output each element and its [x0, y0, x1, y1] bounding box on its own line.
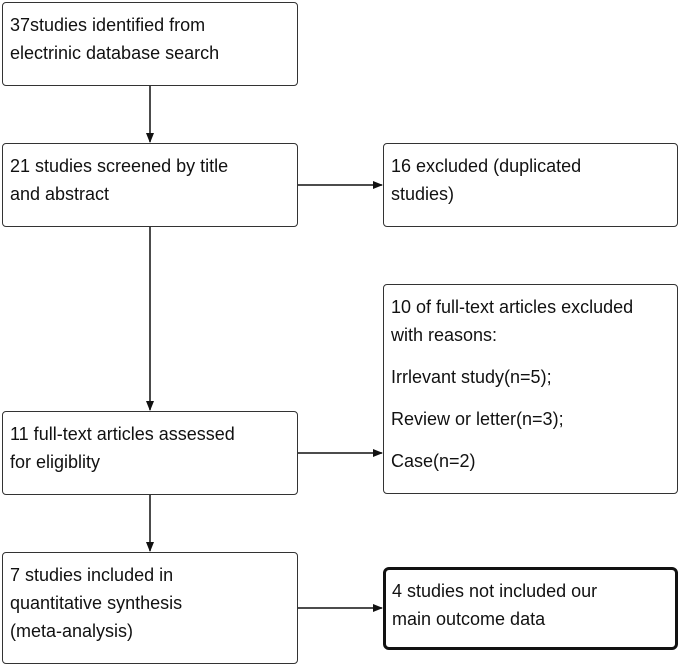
- not-included-line-1: 4 studies not included our: [392, 581, 598, 601]
- screened-line-2: and abstract: [10, 184, 110, 204]
- not-included-box: 4 studies not included our main outcome …: [383, 567, 678, 650]
- exclusion-reason-item: Case(n=2): [391, 451, 476, 471]
- included-box: 7 studies included in quantitative synth…: [2, 552, 298, 664]
- exclusion-reason-item: Review or letter(n=3);: [391, 409, 564, 429]
- excluded-duplicates-box: 16 excluded (duplicated studies): [383, 143, 678, 227]
- identified-box: 37studies identified from electrinic dat…: [2, 2, 298, 86]
- excluded-duplicates-line-2: studies): [391, 184, 455, 204]
- screened-line-1: 21 studies screened by title: [10, 156, 229, 176]
- assessed-line-1: 11 full-text articles assessed: [10, 424, 235, 444]
- fulltext-excluded-box: 10 of full-text articles excluded with r…: [383, 284, 678, 494]
- fulltext-excluded-line-1: 10 of full-text articles excluded: [391, 297, 634, 317]
- included-line-3: (meta-analysis): [10, 621, 134, 641]
- not-included-line-2: main outcome data: [392, 609, 546, 629]
- screened-box: 21 studies screened by title and abstrac…: [2, 143, 298, 227]
- exclusion-reason-item: Irrlevant study(n=5);: [391, 367, 552, 387]
- included-line-1: 7 studies included in: [10, 565, 174, 585]
- fulltext-excluded-line-2: with reasons:: [391, 325, 498, 345]
- included-line-2: quantitative synthesis: [10, 593, 183, 613]
- identified-line-2: electrinic database search: [10, 43, 220, 63]
- assessed-line-2: for eligiblity: [10, 452, 101, 472]
- excluded-duplicates-line-1: 16 excluded (duplicated: [391, 156, 582, 176]
- identified-line-1: 37studies identified from: [10, 15, 206, 35]
- assessed-box: 11 full-text articles assessed for eligi…: [2, 411, 298, 495]
